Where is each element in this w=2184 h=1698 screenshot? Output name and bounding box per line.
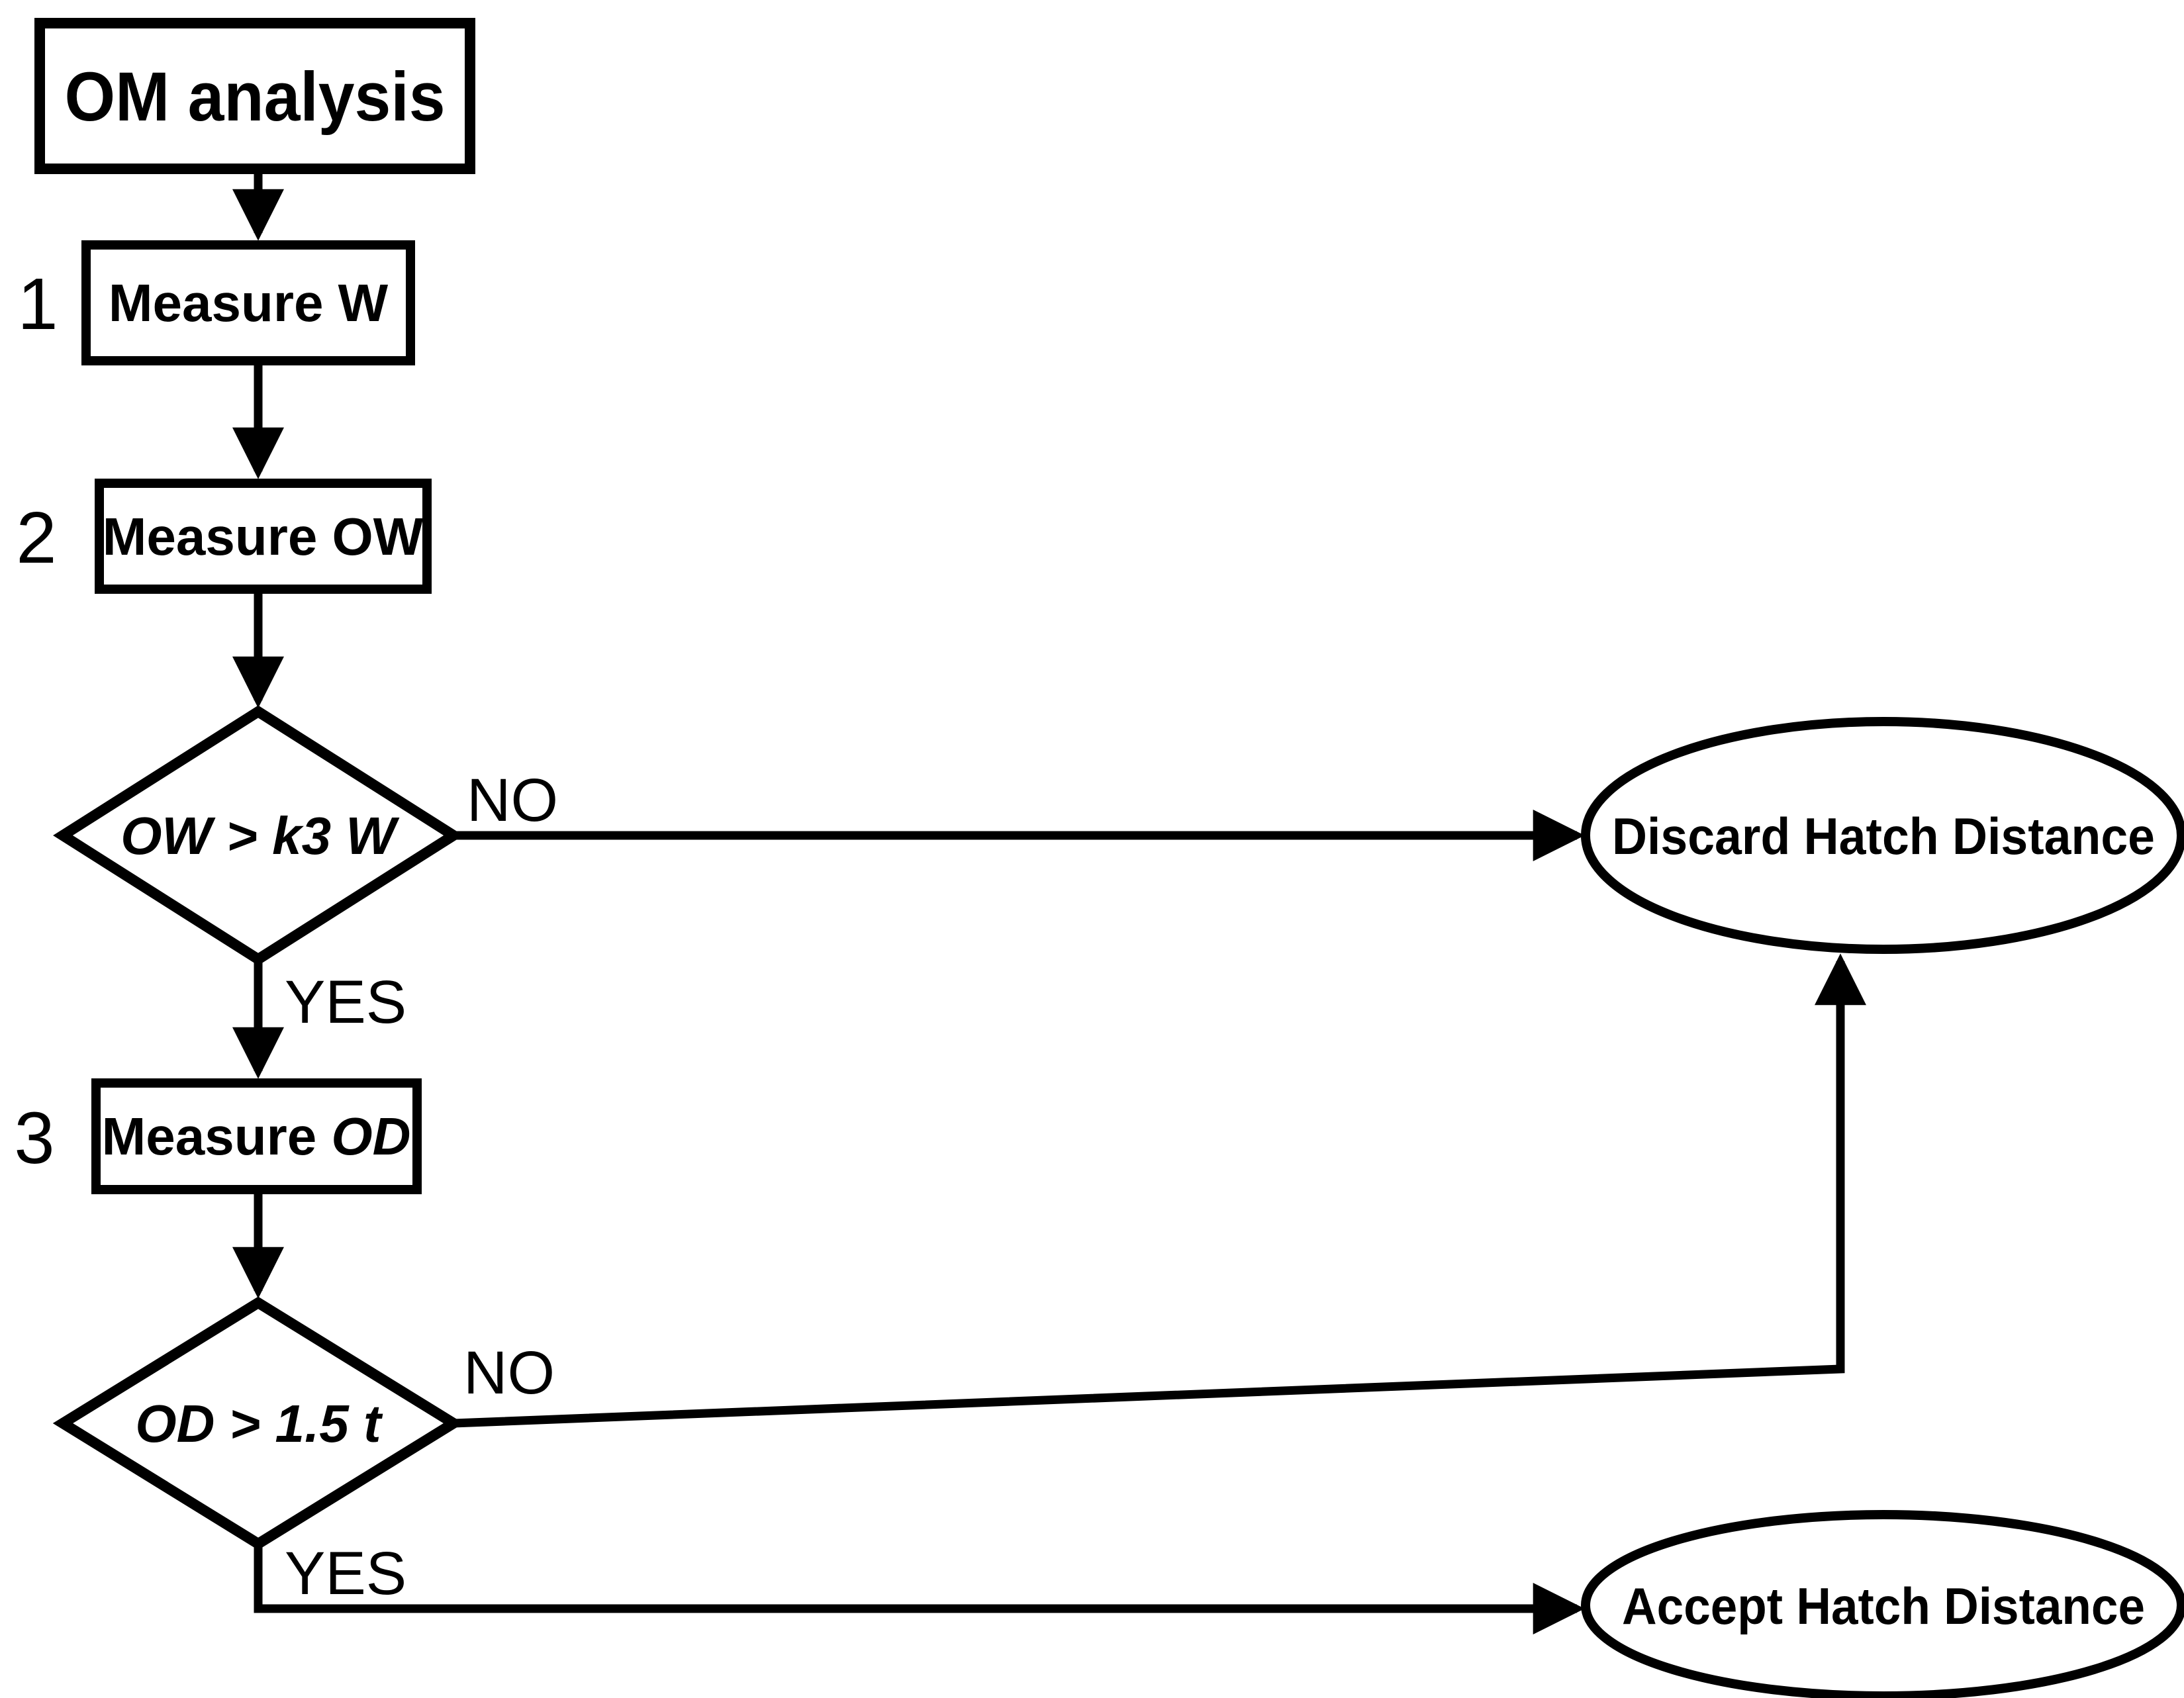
- accept-ellipse: [1581, 1510, 2184, 1698]
- decision-od-diamond: [52, 1296, 464, 1550]
- terminal-discard: Discard Hatch Distance: [1581, 717, 2184, 954]
- measure-od-label: Measure OD: [102, 1107, 411, 1166]
- om-analysis-label: OM analysis: [65, 58, 446, 136]
- start-node: OM analysis: [34, 18, 475, 174]
- decision-od-yes-label: YES: [285, 1540, 406, 1607]
- step-number-1: 1: [17, 263, 58, 345]
- decision-ow: OW > k3 W NO YES: [53, 705, 558, 1036]
- measure-ow-label: Measure OW: [103, 507, 424, 566]
- arrow-decision-od-yes-to-accept: [254, 1544, 1585, 1634]
- om-analysis-box: [34, 18, 475, 174]
- measure-ow-box: [95, 479, 432, 594]
- decision-ow-diamond: [53, 705, 463, 966]
- measure-od-label-prefix: Measure: [102, 1107, 332, 1166]
- step-measure-ow: 2 Measure OW: [16, 479, 432, 594]
- step-number-2: 2: [16, 497, 56, 579]
- accept-label: Accept Hatch Distance: [1622, 1577, 2145, 1635]
- discard-ellipse: [1581, 717, 2184, 954]
- decision-ow-label: OW > k3 W: [120, 806, 400, 865]
- decision-ow-yes-label: YES: [285, 968, 406, 1036]
- terminal-accept: Accept Hatch Distance: [1581, 1510, 2184, 1698]
- decision-ow-no-label: NO: [467, 767, 558, 834]
- step-measure-w: 1 Measure W: [17, 240, 415, 365]
- decision-od: OD > 1.5 t NO YES: [52, 1296, 555, 1607]
- arrow-decision-od-no-to-discard: [453, 953, 1866, 1428]
- decision-od-label: OD > 1.5 t: [135, 1394, 383, 1453]
- measure-od-box: [91, 1078, 422, 1194]
- step-measure-od: 3 Measure OD: [14, 1078, 422, 1194]
- step-number-3: 3: [14, 1098, 54, 1179]
- measure-od-label-var: OD: [331, 1107, 410, 1166]
- decision-od-no-label: NO: [463, 1339, 555, 1407]
- measure-w-box: [81, 240, 415, 365]
- measure-w-label: Measure W: [109, 273, 389, 332]
- discard-label: Discard Hatch Distance: [1612, 807, 2155, 865]
